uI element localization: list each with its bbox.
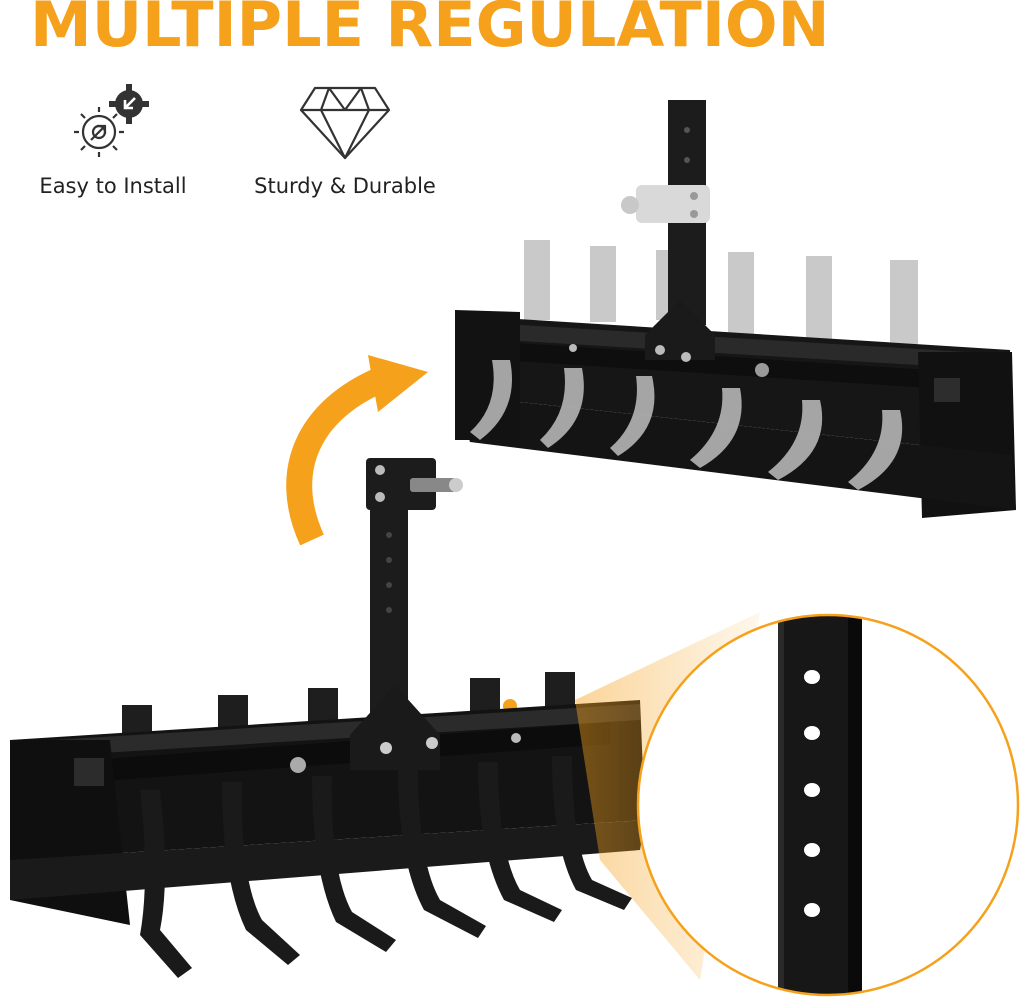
feature-easy-install: Easy to Install bbox=[28, 82, 198, 198]
headline: MULTIPLE REGULATION bbox=[30, 0, 830, 61]
zoom-detail-image bbox=[636, 613, 1020, 997]
adjust-arrow-icon bbox=[286, 355, 428, 546]
feature-label: Sturdy & Durable bbox=[254, 174, 436, 198]
diamond-icon bbox=[299, 86, 391, 160]
gears-install-icon bbox=[74, 84, 149, 157]
lower-scraper-image bbox=[10, 458, 645, 978]
feature-sturdy-durable: Sturdy & Durable bbox=[240, 82, 450, 198]
upper-scraper-image bbox=[455, 100, 1016, 518]
feature-label: Easy to Install bbox=[39, 174, 187, 198]
